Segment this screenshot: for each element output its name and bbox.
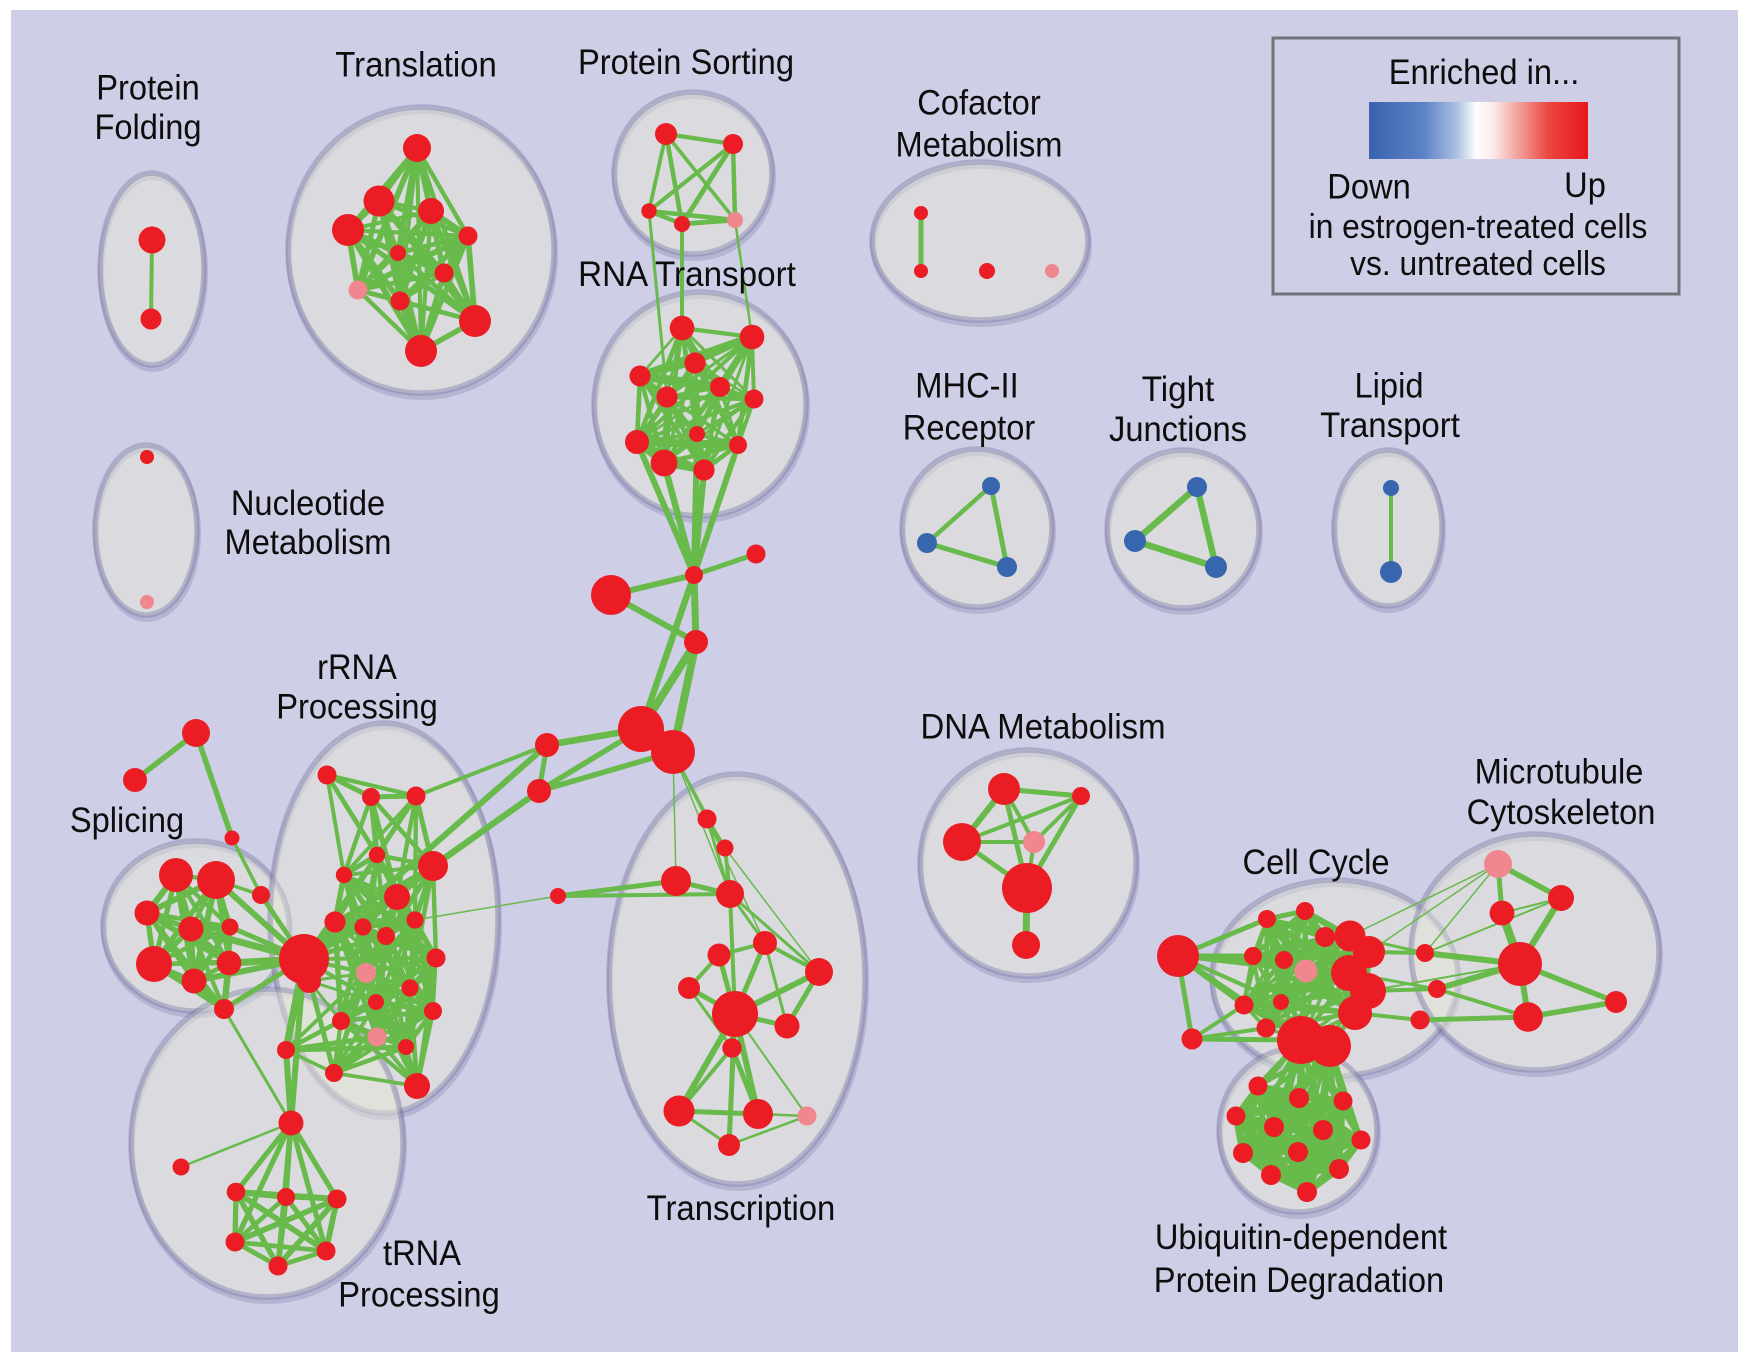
svg-text:Transport: Transport [1320,405,1460,445]
svg-text:Protein Sorting: Protein Sorting [578,42,794,82]
svg-text:Up: Up [1564,165,1606,205]
svg-text:Transcription: Transcription [647,1188,836,1228]
svg-text:rRNA: rRNA [317,647,397,687]
svg-text:MHC-II: MHC-II [915,366,1018,406]
svg-text:Processing: Processing [276,687,438,727]
svg-text:Receptor: Receptor [903,408,1036,448]
svg-text:Protein: Protein [96,67,200,107]
svg-text:vs. untreated cells: vs. untreated cells [1350,245,1606,283]
svg-text:Metabolism: Metabolism [225,522,392,562]
svg-text:Microtubule: Microtubule [1475,752,1644,792]
svg-text:Protein Degradation: Protein Degradation [1154,1260,1444,1300]
svg-text:Metabolism: Metabolism [896,125,1063,165]
svg-text:Tight: Tight [1142,369,1215,409]
svg-text:Processing: Processing [338,1275,500,1315]
svg-text:DNA Metabolism: DNA Metabolism [921,707,1166,747]
svg-text:Folding: Folding [94,107,201,147]
svg-text:Translation: Translation [335,45,497,85]
svg-text:Down: Down [1327,167,1411,207]
svg-text:RNA Transport: RNA Transport [578,254,796,294]
svg-text:Cofactor: Cofactor [917,83,1041,123]
svg-text:Splicing: Splicing [70,800,184,840]
svg-text:in estrogen-treated cells: in estrogen-treated cells [1309,208,1648,246]
svg-text:Junctions: Junctions [1109,409,1247,449]
svg-text:Nucleotide: Nucleotide [231,483,385,523]
svg-text:Cell Cycle: Cell Cycle [1243,842,1390,882]
svg-text:tRNA: tRNA [383,1233,461,1273]
svg-text:Lipid: Lipid [1355,366,1424,406]
svg-text:Cytoskeleton: Cytoskeleton [1467,792,1656,832]
svg-text:Enriched in...: Enriched in... [1389,52,1580,92]
svg-text:Ubiquitin-dependent: Ubiquitin-dependent [1155,1217,1447,1257]
